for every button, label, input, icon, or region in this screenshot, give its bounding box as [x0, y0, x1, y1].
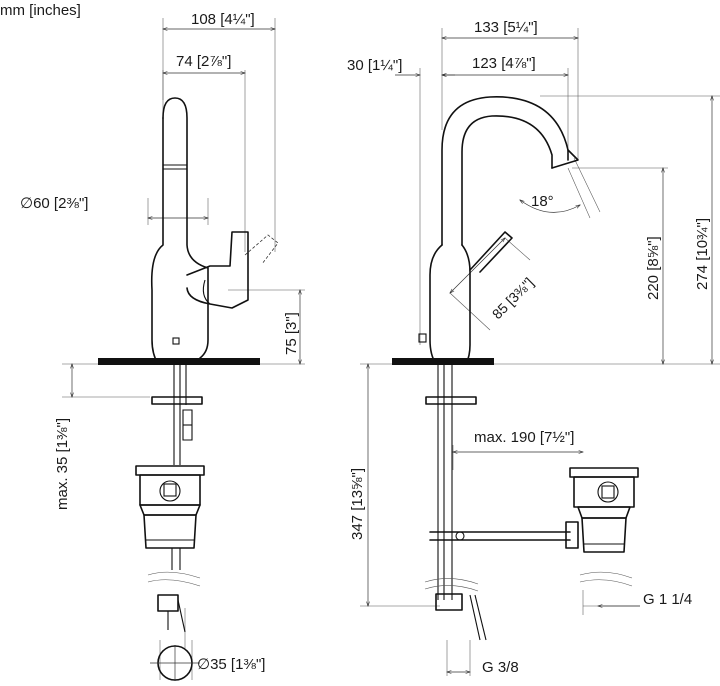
- dim-dia-60: ∅60 [2⅜"]: [20, 195, 88, 212]
- units-label: mm [inches]: [0, 2, 81, 19]
- dim-width-123: 123 [4⅞"]: [472, 55, 536, 72]
- front-view: [62, 18, 305, 681]
- dim-height-75: 75 [3"]: [283, 312, 300, 355]
- dim-width-108: 108 [4¼"]: [191, 11, 255, 28]
- dim-width-74: 74 [2⅞"]: [176, 53, 231, 70]
- dim-max-35: max. 35 [1⅜"]: [54, 418, 71, 510]
- dim-width-30: 30 [1¼"]: [347, 57, 402, 74]
- dimension-labels: mm [inches] 108 [4¼"] 74 [2⅞"] ∅60 [2⅜"]…: [0, 2, 711, 676]
- dim-dia-35: ∅35 [1⅜"]: [197, 656, 265, 673]
- dim-max-190: max. 190 [7½"]: [474, 429, 574, 446]
- thread-g-3-8: G 3/8: [482, 659, 519, 676]
- side-view: [360, 28, 720, 676]
- dim-angle-18: 18°: [531, 193, 554, 210]
- thread-g-1-1-4: G 1 1/4: [643, 591, 692, 608]
- dim-height-274: 274 [10¾"]: [694, 218, 711, 290]
- dim-height-347: 347 [13⅝"]: [349, 468, 366, 540]
- dim-lever-85: 85 [3⅜"]: [489, 274, 537, 322]
- dim-height-220: 220 [8⅝"]: [645, 236, 662, 300]
- dim-width-133: 133 [5¼"]: [474, 19, 538, 36]
